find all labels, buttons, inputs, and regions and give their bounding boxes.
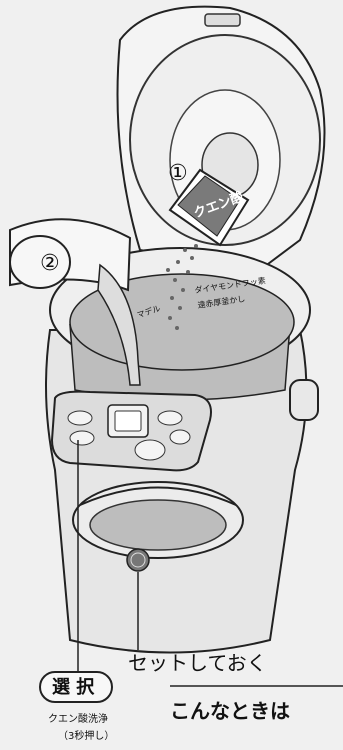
powder-stream	[166, 244, 198, 330]
filter-sensor	[126, 548, 150, 572]
heater-tray	[72, 481, 244, 559]
select-button-label: 選 択	[52, 677, 95, 698]
mode-label-line1: クエン酸洗浄	[48, 712, 108, 725]
control-panel	[50, 390, 212, 472]
step1-number: ①	[168, 161, 188, 186]
mode-label-line2: （3秒押し）	[58, 729, 114, 742]
citric-acid-packet	[168, 168, 250, 247]
set-note: セットしておく	[128, 651, 267, 675]
pitcher	[9, 218, 141, 386]
step2-number: ②	[40, 251, 60, 276]
select-button	[39, 671, 113, 703]
bottom-heading: こんなときは	[170, 699, 290, 723]
